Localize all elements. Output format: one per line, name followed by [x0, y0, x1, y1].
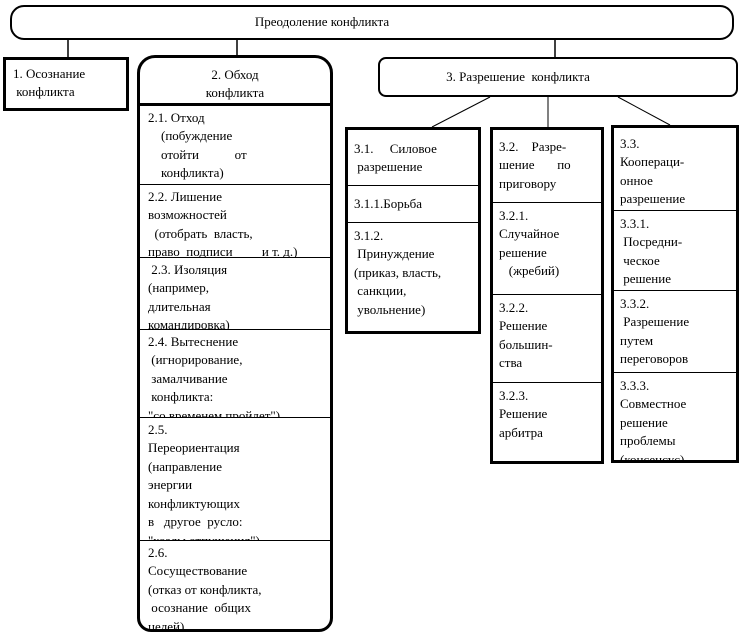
- node-overcoming-conflict: Преодоление конфликта: [10, 5, 734, 40]
- cell-3-2-3-label: 3.2.3. Решение арбитра: [499, 388, 548, 440]
- cell-3-2: 3.2. Разре- шение по приговору: [493, 130, 601, 203]
- cell-3-1-label: 3.1. Силовое разрешение: [354, 141, 437, 175]
- node-overcoming-conflict-label: Преодоление конфликта: [254, 14, 390, 30]
- cell-3-1-1-label: 3.1.1.Борьба: [354, 196, 423, 211]
- cell-3-2-2-label: 3.2.2. Решение большин- ства: [499, 300, 553, 371]
- node-3-1-column-forceful: 3.1. Силовое разрешение 3.1.1.Борьба 3.1…: [345, 127, 481, 334]
- connector-node3-to-col33: [617, 96, 671, 126]
- cell-3-1-2-label: 3.1.2. Принуждение (приказ, власть, санк…: [354, 228, 442, 317]
- node-2-2-label: 2.2. Лишение возможностей (отобрать влас…: [148, 189, 298, 258]
- cell-3-3-label: 3.3. Коопераци- онное разрешение: [620, 136, 686, 207]
- connector-node3-to-col31: [431, 96, 491, 128]
- cell-3-3-2: 3.3.2. Разрешение путем переговоров: [614, 291, 736, 373]
- node-2-1-withdrawal: 2.1. Отход (побуждение отойти от конфлик…: [140, 106, 330, 185]
- cell-3-3-1: 3.3.1. Посредни- ческое решение: [614, 211, 736, 291]
- cell-3-3-2-label: 3.3.2. Разрешение путем переговоров: [620, 296, 690, 367]
- cell-3-1: 3.1. Силовое разрешение: [348, 130, 478, 186]
- node-3-resolution-label: 3. Разрешение конфликта: [446, 68, 590, 84]
- node-3-resolution: 3. Разрешение конфликта: [378, 57, 738, 97]
- cell-3-3-1-label: 3.3.1. Посредни- ческое решение: [620, 216, 683, 287]
- cell-3-1-2: 3.1.2. Принуждение (приказ, власть, санк…: [348, 223, 478, 331]
- cell-3-2-2: 3.2.2. Решение большин- ства: [493, 295, 601, 383]
- node-2-header: 2. Обход конфликта: [140, 58, 330, 106]
- cell-3-2-1: 3.2.1. Случайное решение (жребий): [493, 203, 601, 295]
- cell-3-3-3: 3.3.3. Совместное решение проблемы (конс…: [614, 373, 736, 460]
- node-1-awareness: 1. Осознание конфликта: [3, 57, 129, 111]
- node-2-5-label: 2.5. Переориентация (направление энергии…: [148, 422, 260, 541]
- node-2-1-label: 2.1. Отход (побуждение отойти от конфлик…: [148, 110, 247, 181]
- node-2-4-label: 2.4. Вытеснение (игнорирование, замалчив…: [148, 334, 281, 418]
- cell-3-3: 3.3. Коопераци- онное разрешение: [614, 128, 736, 211]
- node-2-2-deprivation: 2.2. Лишение возможностей (отобрать влас…: [140, 185, 330, 258]
- node-1-awareness-label: 1. Осознание конфликта: [13, 66, 86, 100]
- cell-3-3-3-label: 3.3.3. Совместное решение проблемы (конс…: [620, 378, 687, 460]
- node-2-4-displacement: 2.4. Вытеснение (игнорирование, замалчив…: [140, 330, 330, 418]
- cell-3-2-1-label: 3.2.1. Случайное решение (жребий): [499, 208, 560, 279]
- cell-3-1-1: 3.1.1.Борьба: [348, 186, 478, 223]
- node-2-5-reorientation: 2.5. Переориентация (направление энергии…: [140, 418, 330, 541]
- node-2-header-label: 2. Обход конфликта: [205, 67, 265, 101]
- node-2-6-label: 2.6. Сосуществование (отказ от конфликта…: [148, 545, 262, 629]
- node-2-avoidance: 2. Обход конфликта 2.1. Отход (побуждени…: [137, 55, 333, 632]
- node-2-3-isolation: 2.3. Изоляция (например, длительная кома…: [140, 258, 330, 330]
- node-3-3-column-cooperative: 3.3. Коопераци- онное разрешение 3.3.1. …: [611, 125, 739, 463]
- node-2-6-coexistence: 2.6. Сосуществование (отказ от конфликта…: [140, 541, 330, 629]
- node-2-3-label: 2.3. Изоляция (например, длительная кома…: [148, 262, 230, 330]
- cell-3-2-3: 3.2.3. Решение арбитра: [493, 383, 601, 461]
- node-3-2-column-verdict: 3.2. Разре- шение по приговору 3.2.1. Сл…: [490, 127, 604, 464]
- cell-3-2-label: 3.2. Разре- шение по приговору: [499, 139, 571, 191]
